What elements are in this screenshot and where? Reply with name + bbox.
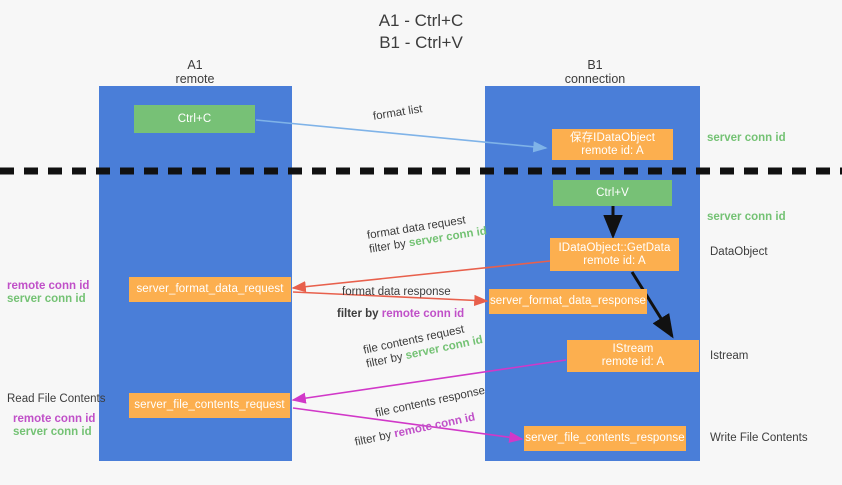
- label-format-data-request-group: format data request filter by server con…: [366, 210, 488, 256]
- left-label-server-conn-id-1: server conn id: [7, 293, 86, 305]
- left-label-remote-conn-id-1: remote conn id: [7, 280, 90, 292]
- box-server-format-data-request[interactable]: server_format_data_request: [129, 277, 291, 302]
- left-label-remote-conn-id-2: remote conn id: [13, 413, 96, 425]
- box-ctrl-c[interactable]: Ctrl+C: [134, 105, 255, 133]
- right-label-write-file-contents: Write File Contents: [710, 432, 808, 444]
- filter-by-text-4: filter by: [353, 428, 396, 449]
- box-server-format-data-response[interactable]: server_format_data_response: [489, 289, 647, 314]
- box-server-file-contents-response[interactable]: server_file_contents_response: [524, 426, 686, 451]
- right-label-server-conn-id-top: server conn id: [707, 132, 786, 144]
- remote-conn-id-text-1: remote conn id: [381, 308, 465, 320]
- filter-by-text-2: filter by: [337, 308, 382, 320]
- box-idataobject-getdata[interactable]: IDataObject::GetData remote id: A: [550, 238, 679, 271]
- box-idataobject[interactable]: 保存IDataObject remote id: A: [552, 129, 673, 160]
- label-file-contents-response-group: file contents response filter by remote …: [354, 384, 491, 449]
- right-label-istream: Istream: [710, 350, 749, 362]
- box-istream[interactable]: IStream remote id: A: [567, 340, 699, 372]
- lane-header-a1: A1 remote: [175, 58, 215, 86]
- lane-header-b1: B1 connection: [564, 58, 626, 86]
- box-server-file-contents-request[interactable]: server_file_contents_request: [129, 393, 290, 418]
- label-filter-by-remote-conn-id-2: filter by remote conn id: [354, 407, 492, 449]
- right-label-dataobject: DataObject: [710, 246, 768, 258]
- right-label-server-conn-id-mid: server conn id: [707, 211, 786, 223]
- left-label-read-file-contents: Read File Contents: [7, 393, 106, 405]
- label-format-data-response: format data response: [342, 286, 451, 298]
- label-format-data-response-group: format data response filter by remote co…: [337, 285, 464, 321]
- label-filter-by-remote-conn-id-1: filter by remote conn id: [337, 307, 464, 321]
- page-title: A1 - Ctrl+C B1 - Ctrl+V: [378, 11, 464, 52]
- box-ctrl-v[interactable]: Ctrl+V: [553, 180, 672, 206]
- label-file-contents-request-group: file contents request filter by server c…: [362, 319, 484, 371]
- label-format-list: format list: [372, 103, 424, 123]
- remote-conn-id-text-2: remote conn id: [393, 411, 477, 441]
- left-label-server-conn-id-2: server conn id: [13, 426, 92, 438]
